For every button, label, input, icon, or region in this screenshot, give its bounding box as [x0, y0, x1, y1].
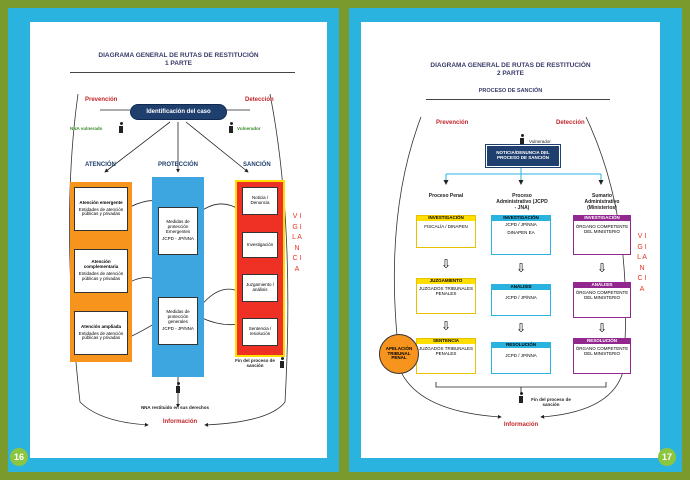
right-subtitle: PROCESO DE SANCIÓN: [478, 88, 543, 94]
admin-analisis-body: JCPD / JP/NNA: [505, 294, 537, 300]
admin-investigacion-box: INVESTIGACIÓN JCPD / JP/NNA DINAPEN EA: [491, 215, 551, 255]
nna-vulnerado-label: NNA vulnerado: [70, 126, 103, 131]
sumario-investigacion-body: ÓRGANO COMPETENTE DEL MINISTERIO: [575, 223, 629, 234]
left-informacion-label: Información: [162, 419, 198, 425]
penal-sentencia-head: SENTENCIA: [417, 338, 475, 344]
atencion-emergente-body: Entidades de atención públicas y privada…: [78, 206, 124, 217]
col-sumario-header: Sumario Administrativo (Ministerios): [584, 193, 620, 211]
left-page: DIAGRAMA GENERAL DE RUTAS DE RESTITUCIÓN…: [8, 8, 339, 472]
medidas-emergentes-box: Medidas de protección Emergentes JCPD - …: [158, 207, 198, 255]
sumario-down-arrow-1: ⇩: [597, 261, 608, 275]
penal-juzgamiento-box: JUZGAMIENTO JUZGADOS TRIBUNALES PENALES: [416, 278, 476, 314]
left-title-line1: DIAGRAMA GENERAL DE RUTAS DE RESTITUCIÓN: [98, 52, 259, 59]
nna-restituido-label: NNA restituido en sus derechos: [140, 405, 210, 410]
atencion-ampliada-box: Atención ampliada Entidades de atención …: [74, 311, 128, 355]
right-prevencion-label: Prevención: [436, 120, 469, 126]
right-title-line2: 2 PARTE: [497, 70, 524, 77]
right-vulnerador-icon: [519, 134, 525, 145]
penal-sentencia-body: JUZGADOS TRIBUNALES PENALES: [419, 345, 473, 356]
sumario-resolucion-box: RESOLUCIÓN ÓRGANO COMPETENTE DEL MINISTE…: [573, 338, 631, 374]
left-sheet: DIAGRAMA GENERAL DE RUTAS DE RESTITUCIÓN…: [30, 22, 327, 458]
sumario-analisis-head: ANÁLISIS: [574, 282, 630, 288]
perpetrator-person-icon: [228, 122, 234, 133]
sancion-investigacion-box: Investigación: [242, 232, 278, 258]
medidas-emergentes-head: Medidas de protección Emergentes: [165, 218, 191, 234]
admin-down-arrow-1: ⇩: [516, 261, 527, 275]
sancion-sentencia-box: Sentencia / resolución: [242, 318, 278, 346]
penal-sentencia-box: SENTENCIA JUZGADOS TRIBUNALES PENALES: [416, 338, 476, 374]
title-rule: [70, 72, 295, 73]
page-number-right: 17: [658, 448, 676, 466]
right-page: DIAGRAMA GENERAL DE RUTAS DE RESTITUCIÓN…: [349, 8, 682, 472]
sumario-analisis-box: ANÁLISIS ÓRGANO COMPETENTE DEL MINISTERI…: [573, 282, 631, 318]
atencion-complementaria-body: Entidades de atención públicas y privada…: [78, 271, 124, 281]
left-title-line2: 1 PARTE: [165, 60, 192, 67]
right-title-rule: [426, 99, 610, 100]
left-deteccion-label: Detección: [245, 97, 274, 103]
victim-person-icon: [118, 122, 124, 133]
col-sancion-header: SANCIÓN: [243, 162, 271, 168]
admin-investigacion-body: JCPD / JP/NNA: [505, 221, 537, 227]
sumario-investigacion-head: INVESTIGACIÓN: [574, 215, 630, 221]
apelacion-tribunal-node: APELACIÓN TRIBUNAL PENAL: [379, 334, 419, 374]
case-identification-node: Identificación del caso: [130, 104, 227, 120]
left-fin-proceso-label: Fin del proceso de sanción: [235, 358, 275, 369]
right-fin-person-icon: [518, 392, 524, 403]
sumario-resolucion-body: ÓRGANO COMPETENTE DEL MINISTERIO: [575, 345, 629, 356]
right-vulnerador-label: Vulnerador: [529, 139, 551, 144]
admin-investigacion-head: INVESTIGACIÓN: [492, 215, 550, 221]
admin-analisis-box: ANÁLISIS JCPD / JP/NNA: [491, 284, 551, 316]
admin-resolucion-box: RESOLUCIÓN JCPD / JP/NNA: [491, 342, 551, 374]
right-deteccion-label: Detección: [556, 120, 585, 126]
atencion-emergente-box: Atención emergente Entidades de atención…: [74, 187, 128, 231]
atencion-emergente-head: Atención emergente: [79, 199, 123, 205]
page-number-left: 16: [10, 448, 28, 466]
noticia-denuncia-node: NOTICIA/DENUNCIA DEL PROCESO DE SANCIÓN: [485, 144, 561, 168]
medidas-generales-body: JCPD - JP/NNA: [162, 326, 194, 332]
penal-down-arrow-2: ⇩: [441, 319, 452, 333]
penal-juzgamiento-head: JUZGAMIENTO: [417, 278, 475, 284]
left-vigilancia-label: V I G I L A N C I A: [292, 213, 302, 273]
col-admin-header: Proceso Administrativo (JCPD - JNA): [496, 193, 548, 211]
col-penal-header: Proceso Penal: [428, 193, 464, 199]
penal-investigacion-box: INVESTIGACIÓN FISCALÍA / DINAPEN: [416, 215, 476, 248]
penal-down-arrow-1: ⇩: [441, 257, 452, 271]
left-prevencion-label: Prevención: [85, 97, 118, 103]
sumario-down-arrow-2: ⇩: [597, 321, 608, 335]
sancion-noticia-box: Noticia / Denuncia: [242, 187, 278, 215]
vulnerador-label: Vulnerador: [237, 126, 261, 131]
admin-analisis-head: ANÁLISIS: [492, 284, 550, 290]
right-informacion-label: Información: [503, 422, 539, 428]
admin-resolucion-head: RESOLUCIÓN: [492, 342, 550, 348]
restituido-person-icon: [175, 382, 181, 393]
penal-investigacion-body: FISCALÍA / DINAPEN: [424, 223, 468, 229]
penal-investigacion-head: INVESTIGACIÓN: [417, 215, 475, 221]
medidas-generales-head: Medidas de protección generales: [166, 308, 190, 324]
atencion-complementaria-box: Atención complementaria Entidades de ate…: [74, 249, 128, 293]
atencion-ampliada-body: Entidades de atención públicas y privada…: [78, 330, 124, 341]
sumario-investigacion-box: INVESTIGACIÓN ÓRGANO COMPETENTE DEL MINI…: [573, 215, 631, 255]
sumario-resolucion-head: RESOLUCIÓN: [574, 338, 630, 344]
admin-down-arrow-2: ⇩: [516, 321, 527, 335]
right-fin-proceso-label: Fin del proceso de sanción: [531, 397, 571, 408]
right-vigilancia-label: V I G I L A N C I A: [637, 233, 647, 293]
medidas-emergentes-body: JCPD - JP/NNA: [162, 236, 194, 242]
fin-person-icon: [279, 357, 285, 368]
atencion-ampliada-head: Atención ampliada: [80, 323, 121, 329]
sancion-juzgamiento-box: Juzgamiento / análisis: [242, 274, 278, 302]
right-title-line1: DIAGRAMA GENERAL DE RUTAS DE RESTITUCIÓN: [430, 62, 591, 69]
penal-juzgamiento-body: JUZGADOS TRIBUNALES PENALES: [419, 285, 473, 296]
medidas-generales-box: Medidas de protección generales JCPD - J…: [158, 297, 198, 345]
right-sheet: DIAGRAMA GENERAL DE RUTAS DE RESTITUCIÓN…: [361, 22, 660, 458]
sumario-analisis-body: ÓRGANO COMPETENTE DEL MINISTERIO: [575, 289, 629, 300]
admin-investigacion-body2: DINAPEN EA: [507, 229, 535, 235]
col-proteccion-header: PROTECCIÓN: [158, 162, 199, 168]
atencion-complementaria-head: Atención complementaria: [83, 259, 119, 270]
col-atencion-header: ATENCIÓN: [85, 162, 116, 168]
admin-resolucion-body: JCPD / JP/NNA: [505, 352, 537, 358]
